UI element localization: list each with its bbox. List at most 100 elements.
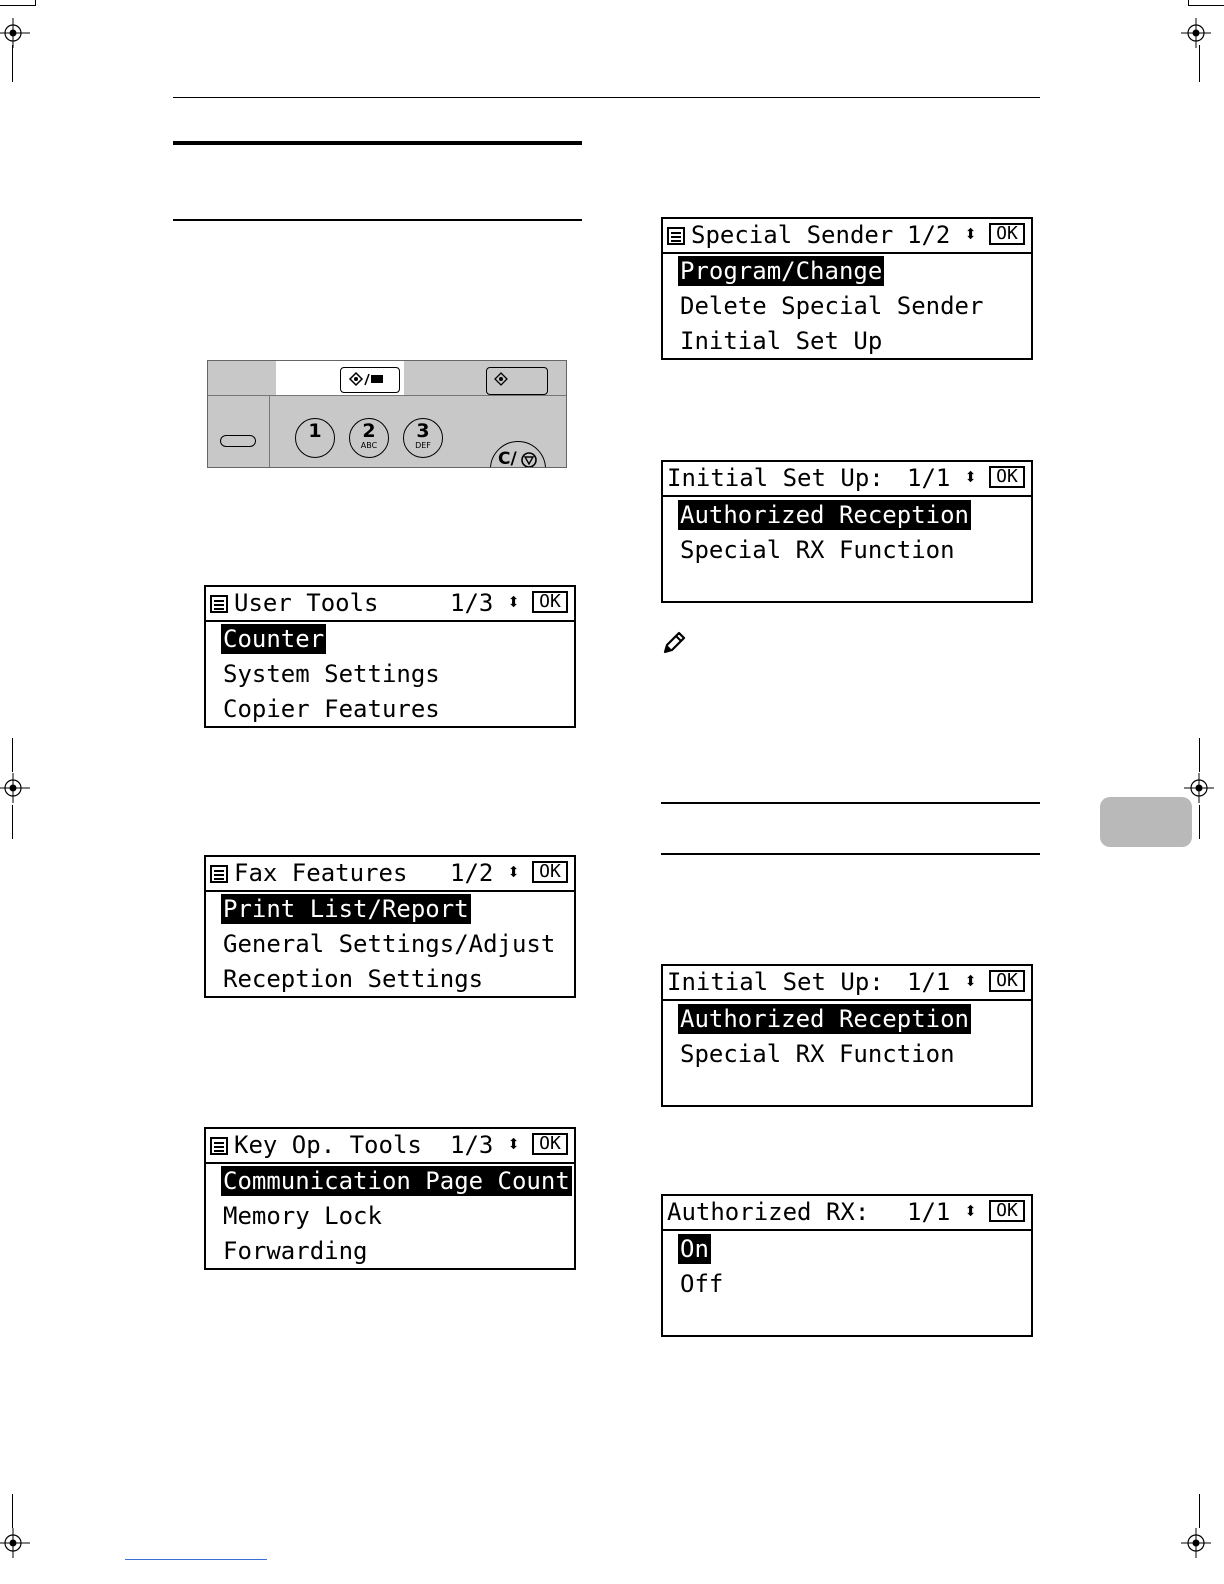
ok-button[interactable]: OK	[532, 1133, 568, 1155]
key-3[interactable]: 3 DEF	[403, 418, 443, 458]
chapter-tab	[1100, 797, 1192, 847]
crop-line	[1188, 5, 1224, 6]
lcd-title: Special Sender	[691, 221, 894, 249]
lcd-menu-item[interactable]: Special RX Function	[680, 1040, 955, 1068]
lcd-menu-item-selected[interactable]: Program/Change	[678, 256, 885, 286]
lcd-menu-item[interactable]: Delete Special Sender	[680, 292, 984, 320]
crop-line	[12, 738, 13, 772]
up-down-arrow-icon[interactable]: ⬍	[964, 969, 978, 994]
lcd-page-indicator: 1/2	[450, 859, 494, 887]
lcd-menu-item[interactable]: General Settings/Adjust	[223, 930, 556, 958]
lcd-user-tools: User Tools 1/3 ⬍ OK Counter System Setti…	[204, 585, 576, 728]
panel-divider	[208, 395, 566, 396]
lcd-title-bar: Initial Set Up: 1/1 ⬍ OK	[663, 462, 1031, 497]
lcd-page-indicator: 1/1	[907, 464, 951, 492]
registration-mark-icon	[0, 1528, 30, 1558]
lcd-menu-item[interactable]: Off	[680, 1270, 724, 1298]
key-number: 3	[416, 420, 430, 442]
up-down-arrow-icon[interactable]: ⬍	[507, 860, 521, 885]
lcd-title: Initial Set Up:	[667, 968, 884, 996]
crop-line	[1199, 805, 1200, 839]
lcd-title-bar: Key Op. Tools 1/3 ⬍ OK	[206, 1129, 574, 1164]
lcd-initial-set-up: Initial Set Up: 1/1 ⬍ OK Authorized Rece…	[661, 460, 1033, 603]
lcd-title: Key Op. Tools	[234, 1131, 422, 1159]
header-rule	[173, 97, 1040, 98]
lcd-menu-item-selected[interactable]: Counter	[221, 624, 327, 654]
lcd-menu-item[interactable]: System Settings	[223, 660, 440, 688]
ok-button[interactable]: OK	[989, 970, 1025, 992]
crop-line	[12, 805, 13, 839]
up-down-arrow-icon[interactable]: ⬍	[507, 590, 521, 615]
lcd-menu-item-selected[interactable]: Communication Page Count	[221, 1166, 572, 1196]
lcd-menu-item[interactable]: Memory Lock	[223, 1202, 382, 1230]
control-panel-illustration: 1 2 ABC 3 DEF C/	[207, 360, 567, 468]
lcd-authorized-rx: Authorized RX: 1/1 ⬍ OK On Off	[661, 1194, 1033, 1337]
lcd-page-indicator: 1/3	[450, 589, 494, 617]
check-modes-icon	[494, 372, 508, 386]
oval-key[interactable]	[220, 435, 256, 447]
lcd-title: Authorized RX:	[667, 1198, 870, 1226]
lcd-title: User Tools	[234, 589, 379, 617]
up-down-arrow-icon[interactable]: ⬍	[964, 465, 978, 490]
key-1[interactable]: 1	[295, 418, 335, 458]
lcd-menu-item[interactable]: Forwarding	[223, 1237, 368, 1265]
crop-line	[35, 0, 36, 6]
lcd-key-op-tools: Key Op. Tools 1/3 ⬍ OK Communication Pag…	[204, 1127, 576, 1270]
crop-line	[1199, 738, 1200, 772]
lcd-title-bar: Fax Features 1/2 ⬍ OK	[206, 857, 574, 892]
registration-mark-icon	[1184, 773, 1214, 803]
lcd-fax-features: Fax Features 1/2 ⬍ OK Print List/Report …	[204, 855, 576, 998]
lcd-page-indicator: 1/1	[907, 968, 951, 996]
lcd-menu-item-selected[interactable]: Authorized Reception	[678, 1004, 971, 1034]
lcd-title-bar: Initial Set Up: 1/1 ⬍ OK	[663, 966, 1031, 1001]
lcd-menu-item-selected[interactable]: On	[678, 1234, 711, 1264]
key-number: 2	[362, 420, 376, 442]
registration-mark-icon	[1181, 18, 1211, 48]
key-2[interactable]: 2 ABC	[349, 418, 389, 458]
key-letters: ABC	[360, 441, 378, 450]
key-letters: DEF	[415, 441, 431, 450]
crop-line	[0, 5, 35, 6]
lcd-menu-item[interactable]: Reception Settings	[223, 965, 484, 993]
ok-button[interactable]: OK	[989, 466, 1025, 488]
section-rule-bottom	[173, 219, 582, 221]
menu-icon	[667, 227, 685, 245]
ok-button[interactable]: OK	[989, 1200, 1025, 1222]
panel-divider	[269, 395, 270, 467]
user-tools-icon	[348, 371, 383, 387]
check-modes-key[interactable]	[486, 367, 548, 395]
ok-button[interactable]: OK	[532, 861, 568, 883]
menu-icon	[210, 865, 228, 883]
lcd-menu-item-selected[interactable]: Print List/Report	[221, 894, 471, 924]
crop-line	[1199, 45, 1200, 82]
lcd-menu-item[interactable]: Copier Features	[223, 695, 440, 723]
stop-icon	[521, 452, 537, 467]
crop-line	[12, 45, 13, 82]
up-down-arrow-icon[interactable]: ⬍	[964, 1199, 978, 1224]
lcd-title-bar: User Tools 1/3 ⬍ OK	[206, 587, 574, 622]
lcd-page-indicator: 1/3	[450, 1131, 494, 1159]
lcd-menu-item-selected[interactable]: Authorized Reception	[678, 500, 971, 530]
menu-icon	[210, 1137, 228, 1155]
section-rule-top	[173, 141, 582, 145]
up-down-arrow-icon[interactable]: ⬍	[964, 222, 978, 247]
clear-stop-key[interactable]: C/	[490, 441, 546, 468]
ok-button[interactable]: OK	[532, 591, 568, 613]
lcd-title: Initial Set Up:	[667, 464, 884, 492]
lcd-page-indicator: 1/2	[907, 221, 951, 249]
clear-stop-label: C/	[498, 449, 517, 468]
lcd-page-indicator: 1/1	[907, 1198, 951, 1226]
footer-link-rule	[125, 1559, 267, 1560]
lcd-title-bar: Authorized RX: 1/1 ⬍ OK	[663, 1196, 1031, 1231]
lcd-menu-item[interactable]: Special RX Function	[680, 536, 955, 564]
registration-mark-icon	[0, 773, 30, 803]
up-down-arrow-icon[interactable]: ⬍	[507, 1132, 521, 1157]
lcd-title: Fax Features	[234, 859, 408, 887]
lcd-menu-item[interactable]: Initial Set Up	[680, 327, 883, 355]
lcd-title-bar: Special Sender 1/2 ⬍ OK	[663, 219, 1031, 254]
registration-mark-icon	[1181, 1528, 1211, 1558]
user-tools-counter-key[interactable]	[340, 367, 400, 393]
crop-line	[1188, 0, 1189, 6]
crop-line	[1199, 1494, 1200, 1528]
ok-button[interactable]: OK	[989, 223, 1025, 245]
